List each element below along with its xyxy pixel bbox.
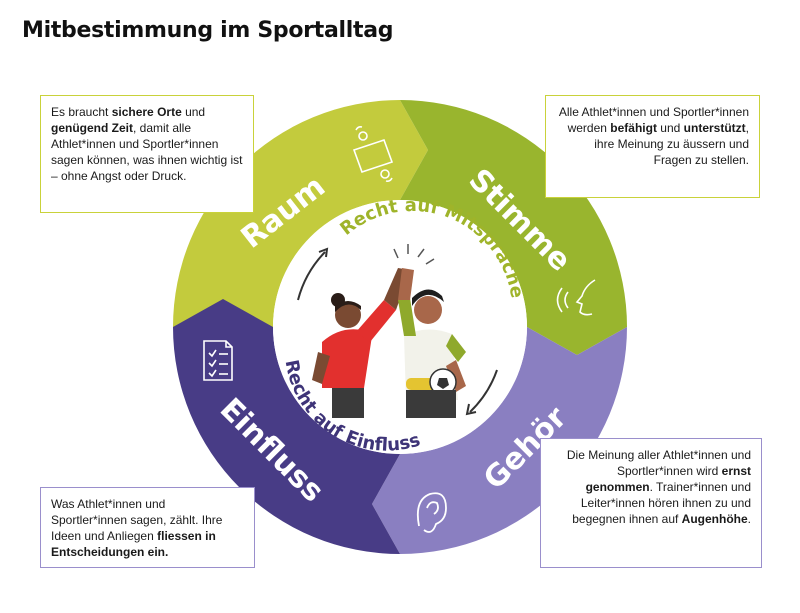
textbox-einfluss: Was Athlet*innen und Sportler*innen sage… [40, 487, 255, 568]
arrowhead-stimme [527, 327, 627, 355]
emphasis: sichere Orte [111, 105, 182, 119]
text: Es braucht [51, 105, 112, 119]
emphasis: befähigt [610, 121, 657, 135]
two-people-swap-icon [352, 126, 394, 182]
arrowhead-raum [400, 100, 428, 200]
speaking-head-icon [556, 279, 596, 316]
segment-raum [173, 100, 400, 327]
segment-einfluss [173, 327, 400, 554]
text: Alle Athlet*innen und Sportler*innen wer… [558, 105, 749, 135]
arrowhead-gehoer [372, 454, 400, 554]
cycle-arrow-lower-icon [465, 369, 498, 416]
text: Die Meinung aller Athlet*innen und Sport… [566, 448, 751, 478]
emphasis: unterstützt [683, 121, 746, 135]
segment-stimme [400, 100, 627, 327]
text: . [747, 512, 751, 526]
segment-gehoer [400, 327, 627, 554]
emphasis: ernst genommen [585, 464, 751, 494]
text: Was Athlet*innen und Sportler*innen sage… [51, 497, 223, 543]
cycle-arrow-upper-icon [297, 247, 329, 301]
emphasis: genügend Zeit [51, 121, 133, 135]
text: , ihre Meinung zu äussern und Fragen zu … [594, 121, 749, 167]
text: und [181, 105, 206, 119]
emphasis: fliessen in Entscheidungen ein. [51, 529, 216, 559]
high-five-illustration [312, 244, 466, 418]
textbox-gehoer: Die Meinung aller Athlet*innen und Sport… [540, 438, 762, 568]
arrowhead-einfluss [173, 299, 273, 327]
emphasis: Augenhöhe [681, 512, 748, 526]
checklist-icon [203, 340, 233, 381]
ear-icon [416, 492, 447, 533]
textbox-stimme: Alle Athlet*innen und Sportler*innen wer… [545, 95, 760, 198]
text: . Trainer*innen und Leiter*innen hören i… [572, 480, 751, 526]
textbox-raum: Es braucht sichere Orte und genügend Zei… [40, 95, 254, 213]
text: , damit alle Athlet*innen und Sportler*i… [51, 121, 243, 183]
text: und [656, 121, 684, 135]
page-title: Mitbestimmung im Sportalltag [22, 18, 394, 43]
